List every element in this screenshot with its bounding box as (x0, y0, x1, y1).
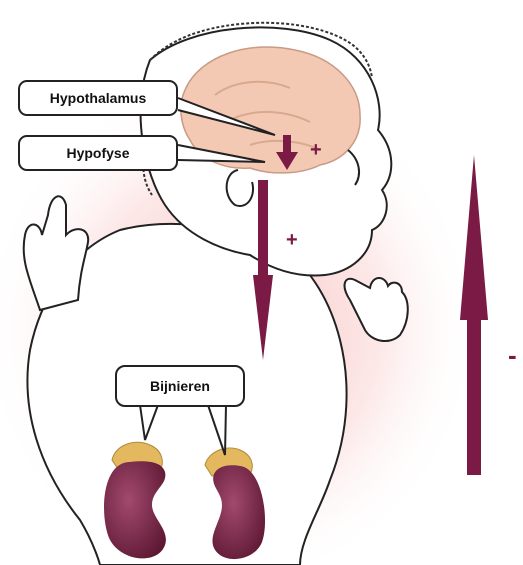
bijnieren-label: Bijnieren (115, 365, 245, 407)
feedback-minus-sign: - (508, 342, 517, 368)
brain-plus-sign: + (310, 140, 322, 160)
feedback-up-arrow (460, 155, 488, 475)
hypothalamus-label: Hypothalamus (18, 80, 178, 116)
pituitary-plus-sign: + (286, 230, 298, 250)
hypofyse-label: Hypofyse (18, 135, 178, 171)
